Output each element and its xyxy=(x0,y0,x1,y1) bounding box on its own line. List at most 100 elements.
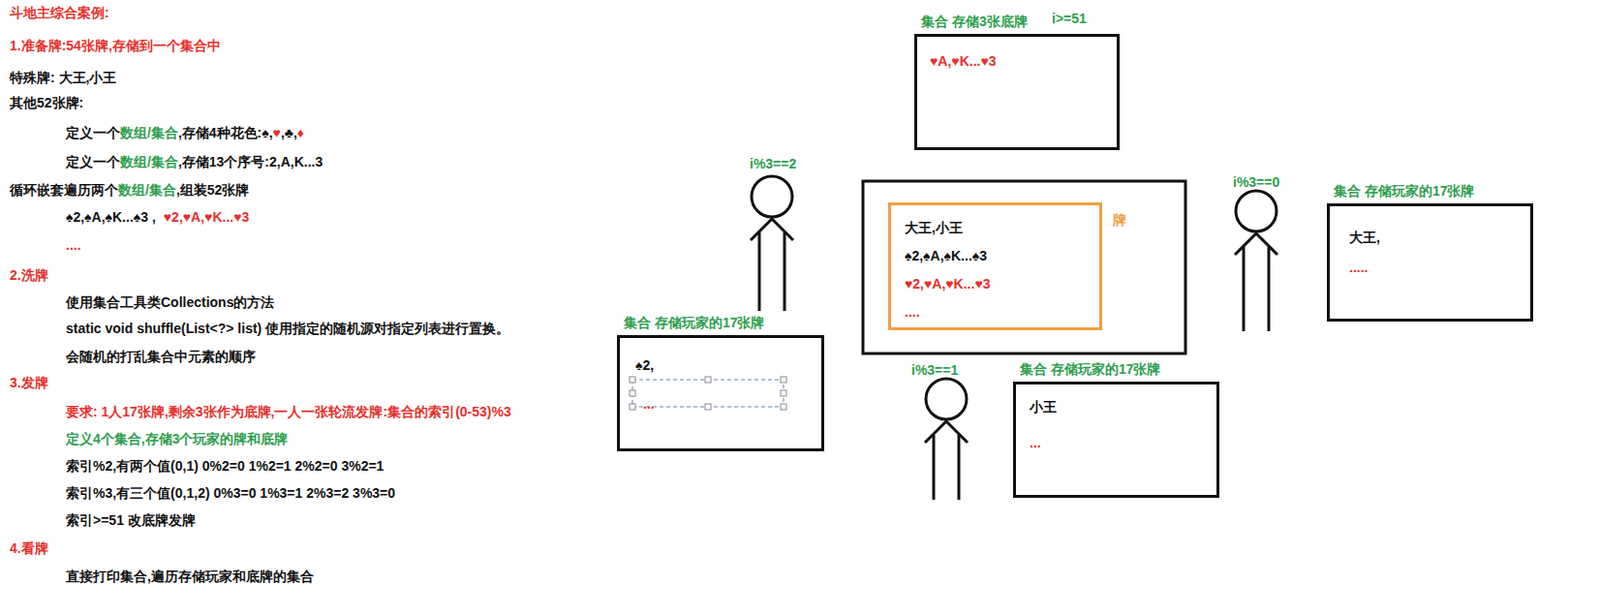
handle xyxy=(629,390,636,397)
text-line: 1.准备牌:54张牌,存储到一个集合中 xyxy=(9,36,221,55)
note-text: 定义4个集合,存储3个玩家的牌和底牌 xyxy=(65,430,288,448)
text-line: static void shuffle(List<?> list) 使用指定的随… xyxy=(65,319,510,338)
text-line: 使用集合工具类Collections的方法 xyxy=(65,293,275,311)
text-line: 直接打印集合,遍历存储玩家和底牌的集合 xyxy=(65,567,314,585)
card-list: ♥2,♥A,♥K...♥3 xyxy=(904,275,991,293)
index-rule: i%3==1 xyxy=(911,361,958,379)
text-line: 特殊牌: 大王,小王 xyxy=(9,68,117,87)
handle xyxy=(780,376,787,383)
text-line: 定义4个集合,存储3个玩家的牌和底牌 xyxy=(65,430,288,448)
note-text: 索引>=51 改底牌发牌 xyxy=(65,511,196,529)
note-text: ♥ xyxy=(273,123,281,142)
note-text: 定义一个 xyxy=(65,123,121,142)
card-box: 集合 存储玩家的17张牌大王,..... xyxy=(1326,203,1534,322)
text-line: 4.看牌 xyxy=(9,539,49,557)
note-text: 3.发牌 xyxy=(9,373,49,392)
title-text: 斗地主综合案例: xyxy=(9,3,110,22)
figure-leg xyxy=(783,232,787,311)
note-text: 会随机的打乱集合中元素的顺序 xyxy=(65,347,256,366)
handle xyxy=(705,403,711,410)
text-line: 3.发牌 xyxy=(9,373,49,392)
text-line: 索引%3,有三个值(0,1,2) 0%3=0 1%3=1 2%3=2 3%3=0 xyxy=(65,484,396,502)
index-rule: i>=51 xyxy=(1051,9,1087,28)
note-text: 使用集合工具类Collections的方法 xyxy=(65,293,275,311)
stick-figure xyxy=(1234,190,1278,332)
note-text: 1.准备牌:54张牌,存储到一个集合中 xyxy=(9,36,221,55)
handle xyxy=(705,376,711,383)
figure-head xyxy=(1235,190,1277,232)
figure-arms xyxy=(750,218,794,241)
stick-figure xyxy=(750,176,794,311)
text-line: 循环嵌套遍历两个数组/集合,组装52张牌 xyxy=(9,181,249,199)
text-line: 定义一个数组/集合,存储13个序号:2,A,K...3 xyxy=(65,153,323,171)
note-text: 要求: 1人17张牌,剩余3张作为底牌,一人一张轮流发牌:集合的索引(0-53)… xyxy=(65,402,512,421)
text-line: 其他52张牌: xyxy=(9,93,84,112)
note-text: 特殊牌: 大王,小王 xyxy=(9,68,117,87)
card-list: 小王 xyxy=(1029,398,1057,416)
figure-head xyxy=(751,176,793,217)
handle xyxy=(629,376,636,383)
card-box: 集合 存储玩家的17张牌♠2,... xyxy=(616,335,825,452)
figure-leg xyxy=(1267,246,1271,332)
figure-leg xyxy=(1242,246,1246,332)
note-text: .... xyxy=(65,236,82,254)
note-text: 数组/集合 xyxy=(118,181,177,199)
note-text: 定义一个 xyxy=(65,153,121,171)
handle xyxy=(780,390,787,397)
note-text: 4.看牌 xyxy=(9,539,49,557)
text-line: ♠2,♠A,♠K...♠3 , ♥2,♥A,♥K...♥3 xyxy=(65,208,249,226)
note-text: 数组/集合 xyxy=(120,153,179,171)
box-heading: 牌 xyxy=(1112,211,1127,229)
note-text: 索引%2,有两个值(0,1) 0%2=0 1%2=1 2%2=0 3%2=1 xyxy=(65,457,384,475)
figure-leg xyxy=(758,232,762,311)
card-list: 大王,小王 xyxy=(904,218,963,237)
note-text: 循环嵌套遍历两个 xyxy=(9,181,119,199)
index-rule: i%3==2 xyxy=(749,154,797,173)
card-list: ♥A,♥K...♥3 xyxy=(929,52,997,70)
card-list: .... xyxy=(904,303,921,321)
note-text: static void shuffle(List<?> list) 使用指定的随… xyxy=(65,319,510,338)
index-rule: i%3==0 xyxy=(1232,173,1280,191)
note-text: ♥2,♥A,♥K...♥3 xyxy=(163,208,250,226)
figure-leg xyxy=(957,434,961,500)
handle xyxy=(780,403,787,410)
box-heading: 集合 存储玩家的17张牌 xyxy=(1019,360,1161,378)
figure-arms xyxy=(924,421,968,443)
note-text: ,♣, xyxy=(280,123,298,142)
text-line: 定义一个数组/集合,存储4种花色:♠,♥,♣,♦ xyxy=(65,123,305,142)
card-box: 集合 存储3张底牌♥A,♥K...♥3 xyxy=(914,33,1120,151)
figure-leg xyxy=(932,434,936,500)
note-text: ,存储13个序号:2,A,K...3 xyxy=(178,153,323,171)
text-line: 2.洗牌 xyxy=(9,266,49,284)
note-text: ♦ xyxy=(297,123,305,142)
card-list: ..... xyxy=(1349,258,1368,277)
box-heading: 集合 存储玩家的17张牌 xyxy=(1333,182,1475,200)
card-list: ♠2,♠A,♠K...♠3 xyxy=(904,246,987,265)
note-text: ♠2,♠A,♠K...♠3 , xyxy=(65,208,156,226)
stick-figure xyxy=(924,378,968,500)
dashed-frame xyxy=(632,379,784,407)
text-line: 索引>=51 改底牌发牌 xyxy=(65,511,196,529)
text-line: 要求: 1人17张牌,剩余3张作为底牌,一人一张轮流发牌:集合的索引(0-53)… xyxy=(65,402,512,421)
text-line: 会随机的打乱集合中元素的顺序 xyxy=(65,347,256,366)
figure-head xyxy=(925,378,967,420)
note-text: 数组/集合 xyxy=(120,123,179,142)
card-list: ... xyxy=(1029,433,1042,452)
note-text: ,组装52张牌 xyxy=(176,181,249,199)
handle xyxy=(629,403,636,410)
card-list: ♠2, xyxy=(635,356,654,374)
note-text: 索引%3,有三个值(0,1,2) 0%3=0 1%3=1 2%3=2 3%3=0 xyxy=(65,484,396,502)
card-list: ... xyxy=(643,395,655,413)
note-text: 直接打印集合,遍历存储玩家和底牌的集合 xyxy=(65,567,314,585)
box-heading: 集合 存储玩家的17张牌 xyxy=(623,313,765,332)
card-box: 集合 存储玩家的17张牌小王... xyxy=(1013,381,1220,498)
card-list: 大王, xyxy=(1349,228,1381,247)
text-line: .... xyxy=(65,236,82,254)
figure-arms xyxy=(1234,233,1278,255)
note-text: ,存储4种花色:♠, xyxy=(178,123,274,142)
box-heading: 集合 存储3张底牌 xyxy=(921,12,1028,31)
note-text: 2.洗牌 xyxy=(9,266,49,284)
note-text: 其他52张牌: xyxy=(9,93,84,112)
text-line: 索引%2,有两个值(0,1) 0%2=0 1%2=1 2%2=0 3%2=1 xyxy=(65,457,384,475)
